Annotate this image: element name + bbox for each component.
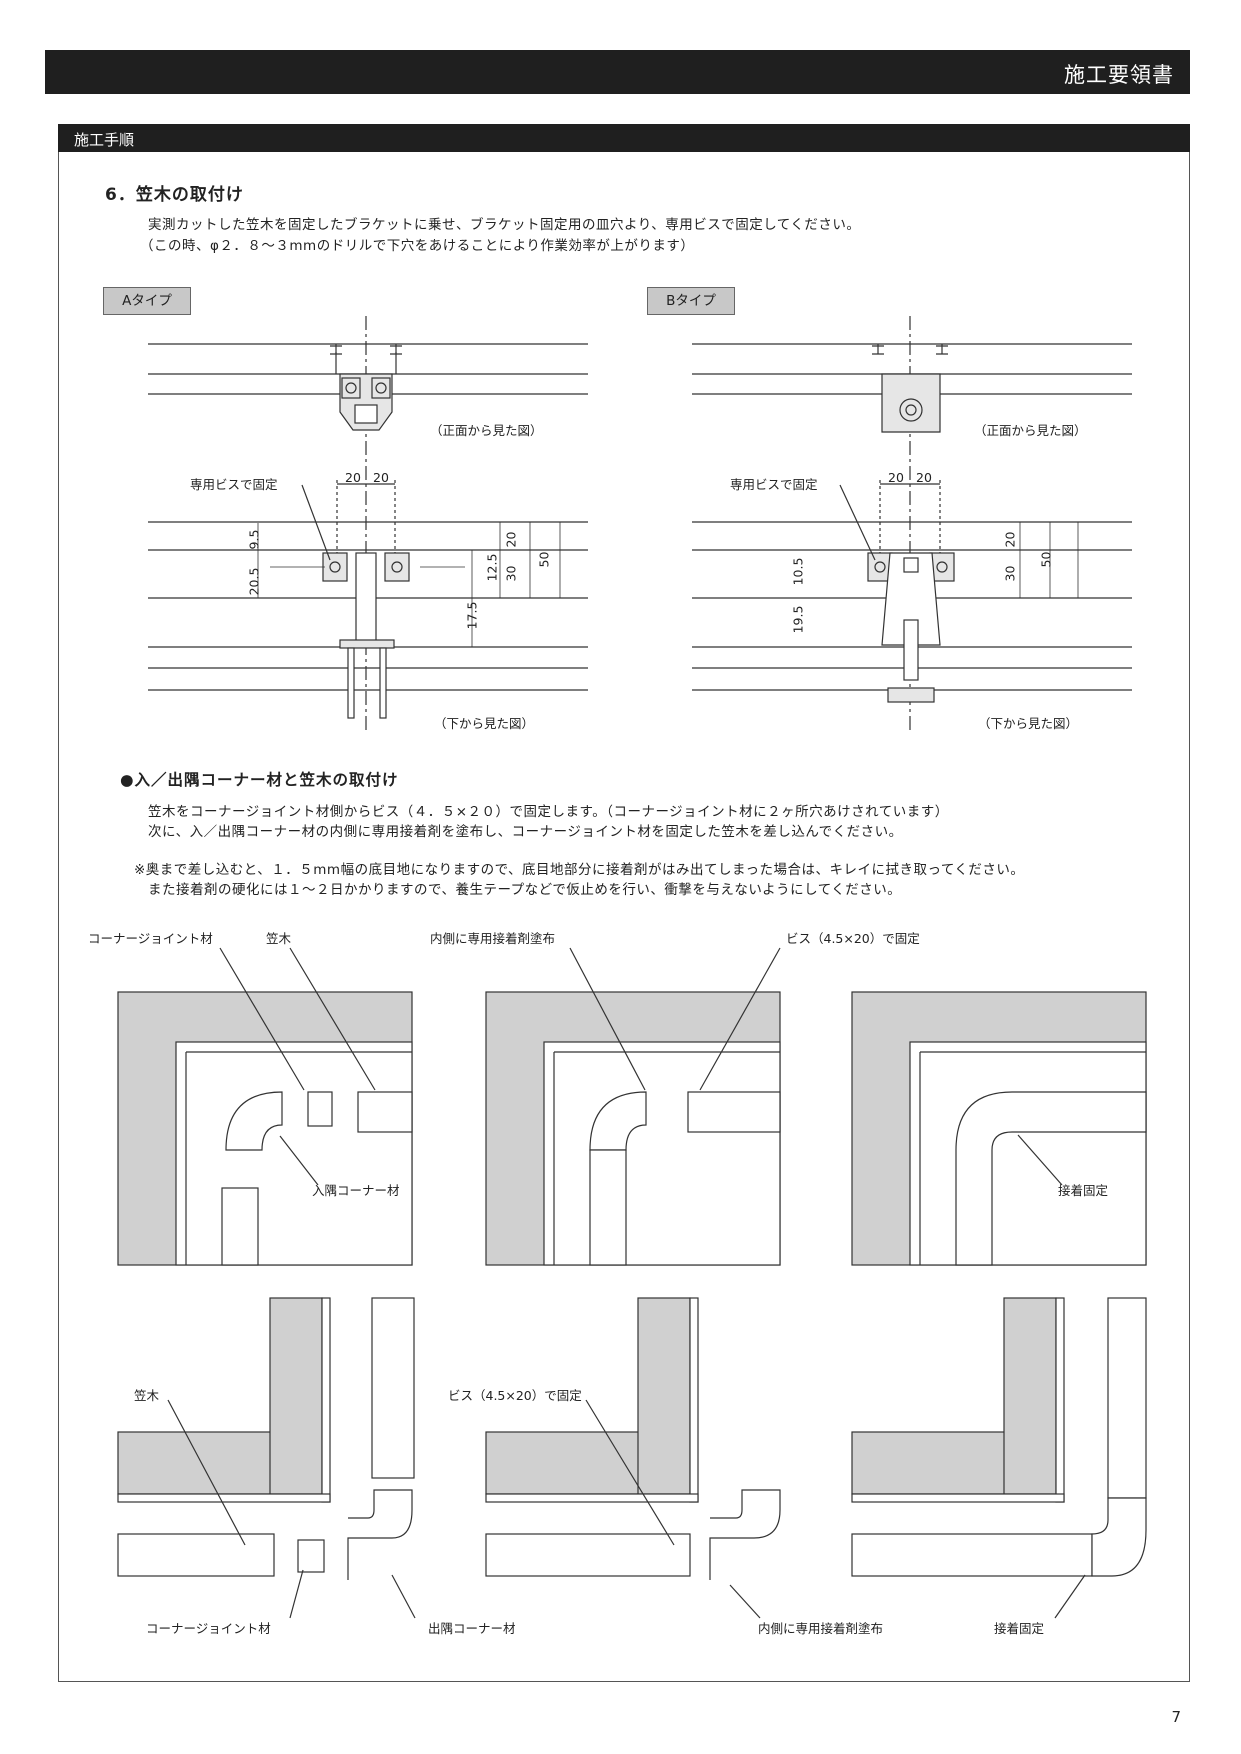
corner-note-2: また接着剤の硬化には１～２日かかりますので、養生テープなどで仮止めを行い、衝撃を… [148, 882, 902, 898]
type-a-front-view [148, 316, 588, 730]
type-b-bottom-view [692, 480, 1132, 703]
type-a-dim-20b: 20 [373, 470, 389, 485]
type-b-screw-label: 専用ビスで固定 [730, 477, 818, 492]
type-a-dim-9-5: 9.5 [246, 529, 262, 550]
label-adhesive-top: 内側に専用接着剤塗布 [430, 931, 556, 946]
type-b-tag: Bタイプ [647, 287, 735, 315]
type-b-dim-20b: 20 [916, 470, 932, 485]
label-screw-top: ビス（4.5×20）で固定 [786, 931, 920, 946]
outer-corner-step-1 [117, 1297, 416, 1619]
type-b-front-view-label: （正面から見た図） [974, 423, 1087, 438]
type-a-dim-17-5: 17.5 [464, 601, 480, 630]
type-a-screw-label: 専用ビスで固定 [190, 477, 278, 492]
type-b-dim-20: 20 [1002, 531, 1018, 548]
inner-corner-step-1 [117, 947, 413, 1266]
corner-heading: ●入／出隅コーナー材と笠木の取付け [120, 771, 399, 789]
corner-note-1: ※奥まで差し込むと、１．５mm幅の底目地になりますので、底目地部分に接着剤がはみ… [134, 862, 1025, 878]
label-kasagi-top: 笠木 [266, 931, 292, 946]
outer-corner-step-2 [485, 1297, 781, 1619]
type-a-tag: Aタイプ [103, 287, 191, 315]
step-heading: 6．笠木の取付け [105, 185, 244, 205]
type-b-dim-10-5: 10.5 [790, 557, 806, 586]
label-bonded-top: 接着固定 [1058, 1183, 1109, 1198]
type-a-dim-50: 50 [536, 551, 552, 568]
type-a-dim-12-5: 12.5 [484, 553, 500, 582]
corner-text-2: 次に、入／出隅コーナー材の内側に専用接着剤を塗布し、コーナージョイント材を固定し… [148, 824, 903, 840]
inner-corner-step-3 [851, 991, 1147, 1266]
type-a-dim-30: 30 [503, 565, 519, 582]
page-number: 7 [1171, 1708, 1181, 1726]
type-a-dim-20: 20 [503, 531, 519, 548]
document-header: 施工要領書 [45, 50, 1190, 94]
label-adhesive-bottom: 内側に専用接着剤塗布 [758, 1621, 884, 1636]
label-bonded-bottom: 接着固定 [994, 1621, 1045, 1636]
label-corner-joint-bottom: コーナージョイント材 [146, 1621, 271, 1636]
section-band: 施工手順 [58, 124, 1190, 152]
type-a-bottom-view [148, 480, 588, 719]
label-kasagi-bottom: 笠木 [134, 1388, 160, 1403]
type-b-dim-30: 30 [1002, 565, 1018, 582]
type-b-bottom-view-label: （下から見た図） [978, 716, 1079, 731]
label-corner-joint-top: コーナージョイント材 [88, 931, 213, 946]
type-b-dim-50: 50 [1038, 551, 1054, 568]
inner-corner-step-2 [485, 947, 781, 1266]
outer-corner-step-3 [851, 1297, 1147, 1619]
type-a-front-view-label: （正面から見た図） [430, 423, 543, 438]
label-screw-bottom: ビス（4.5×20）で固定 [448, 1388, 582, 1403]
type-b-dim-20a: 20 [888, 470, 904, 485]
type-a-dim-20-5: 20.5 [246, 567, 262, 596]
label-outer-corner: 出隅コーナー材 [428, 1621, 516, 1636]
type-a-bottom-view-label: （下から見た図） [434, 716, 535, 731]
document-title: 施工要領書 [1064, 63, 1174, 87]
step-text-1: 実測カットした笠木を固定したブラケットに乗せ、ブラケット固定用の皿穴より、専用ビ… [148, 217, 861, 233]
section-title: 施工手順 [74, 131, 135, 149]
label-inner-corner: 入隅コーナー材 [312, 1183, 400, 1198]
type-a-dim-20a: 20 [345, 470, 361, 485]
step-text-2: （この時、φ２．８～３mmのドリルで下穴をあけることにより作業効率が上がります） [140, 238, 695, 254]
type-b-dim-19-5: 19.5 [790, 605, 806, 634]
corner-text-1: 笠木をコーナージョイント材側からビス（４．５×２０）で固定します。（コーナージョ… [148, 804, 949, 820]
